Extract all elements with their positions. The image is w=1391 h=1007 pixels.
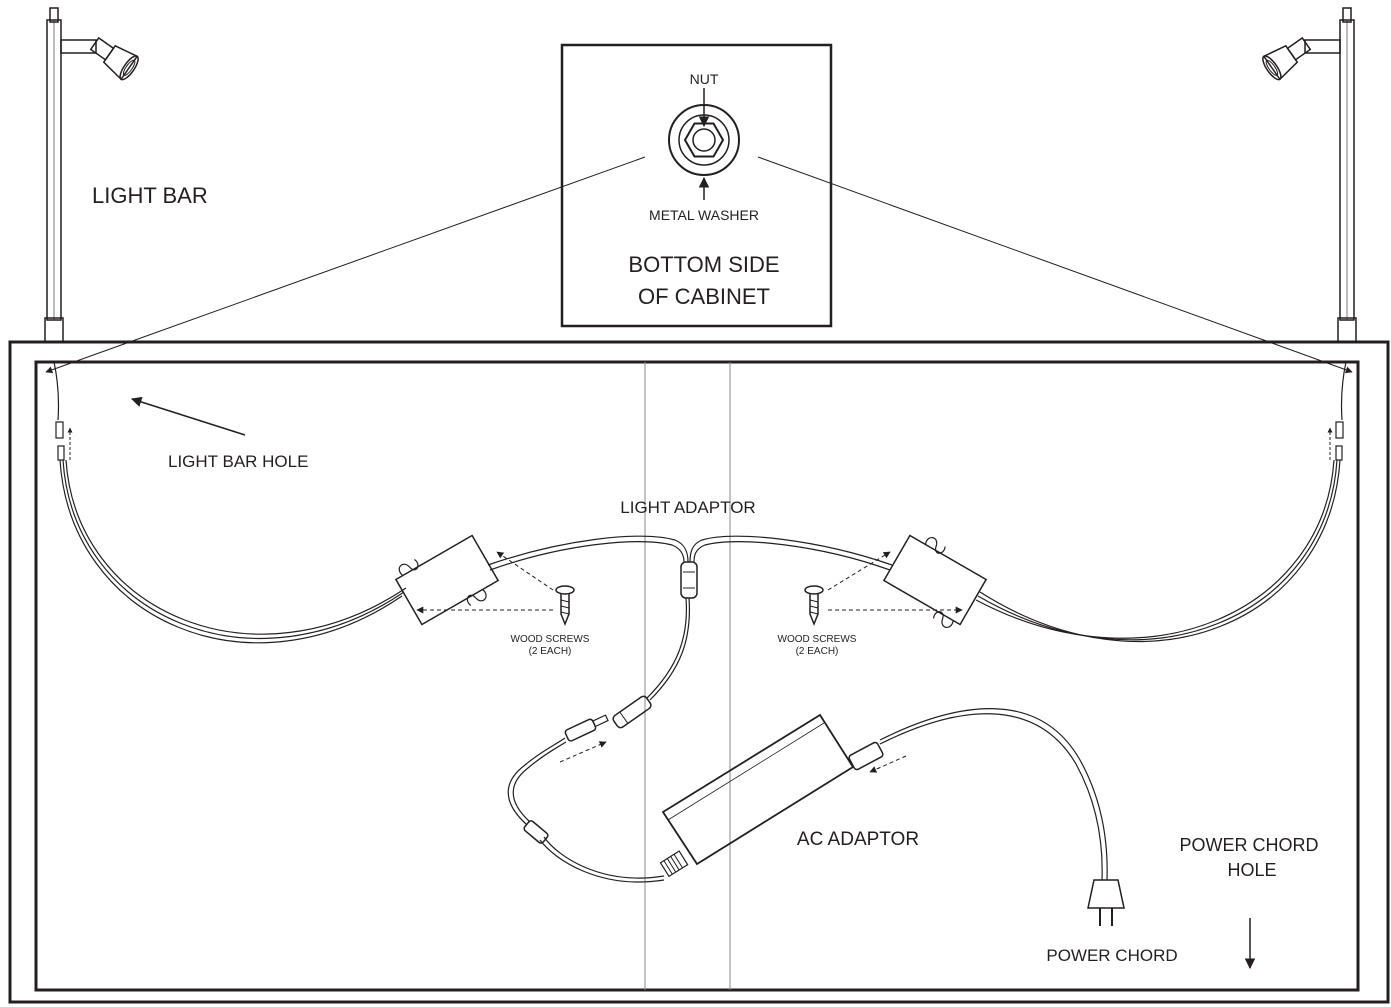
- right-wood-screw: [804, 551, 963, 627]
- left-wood-screws-label: WOOD SCREWS: [511, 634, 590, 645]
- left-wood-screw: [416, 551, 575, 627]
- light-bar-label: LIGHT BAR: [92, 183, 208, 208]
- of-cabinet-label: OF CABINET: [638, 284, 770, 309]
- leader-line-left: [45, 156, 646, 374]
- power-chord-label: POWER CHORD: [1046, 946, 1177, 965]
- light-bar-hole-label: LIGHT BAR HOLE: [168, 452, 308, 471]
- right-light-cord: [975, 361, 1347, 642]
- cabinet-bottom-inset: [560, 43, 833, 328]
- power-chord-hole-label-line1: POWER CHORD: [1180, 835, 1319, 855]
- left-wood-screws-qty: (2 EACH): [529, 646, 572, 657]
- cabinet-outline: [8, 340, 1390, 1004]
- right-wood-screws-qty: (2 EACH): [796, 646, 839, 657]
- light-bar-hole-arrow: [130, 396, 246, 436]
- power-chord-hole-label-line2: HOLE: [1227, 860, 1276, 880]
- light-bar-right: [1262, 7, 1357, 343]
- light-adaptor-cable: [487, 535, 893, 763]
- left-transformer-box: [394, 534, 500, 626]
- bottom-side-label: BOTTOM SIDE: [628, 252, 779, 277]
- left-light-cord: [53, 361, 407, 644]
- ac-adaptor: [507, 713, 907, 883]
- ac-adaptor-label: AC ADAPTOR: [797, 829, 919, 850]
- metal-washer-label: METAL WASHER: [649, 207, 759, 223]
- light-adaptor-label: LIGHT ADAPTOR: [620, 498, 755, 517]
- power-chord: [879, 708, 1125, 926]
- nut-label: NUT: [690, 71, 719, 87]
- leader-line-right: [757, 156, 1353, 374]
- light-bar-left: [44, 7, 139, 343]
- right-transformer-box: [882, 534, 988, 628]
- right-wood-screws-label: WOOD SCREWS: [778, 634, 857, 645]
